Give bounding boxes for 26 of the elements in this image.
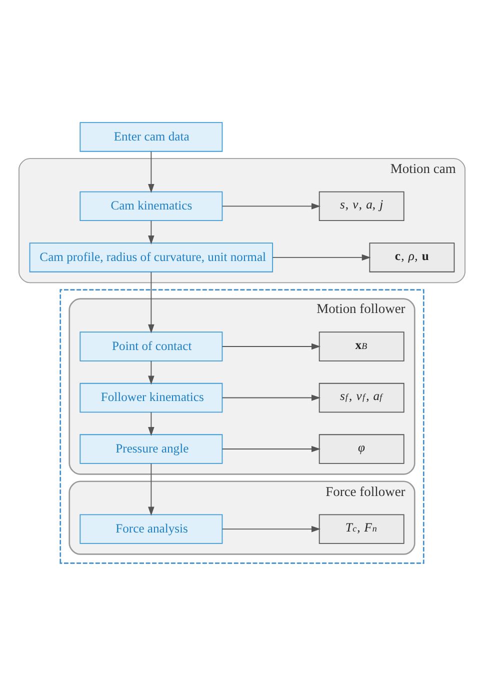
arrow [222,526,320,532]
node-box: Enter cam data [80,122,223,152]
node-box: sf, vf, af [318,382,404,413]
node-box: Cam profile, radius of curvature, unit normal [29,242,274,272]
node-box: xB [318,332,404,362]
arrow [272,254,371,261]
node-box: Cam kinematics [80,191,223,222]
node-box: Pressure angle [80,434,223,464]
arrow [148,412,154,436]
arrow [148,151,154,194]
arrow [222,394,320,401]
node-box: Tc, Fn [318,514,404,544]
arrow [148,360,154,385]
arrow [222,446,320,452]
node-box: φ [318,434,404,464]
node-box: c, ρ, u [369,242,455,272]
arrow [148,220,154,244]
node-box: s, v, a, j [318,191,404,222]
node-box: Point of contact [80,332,223,362]
node-box: Force analysis [80,514,223,544]
arrow [148,272,154,334]
node-box: Follower kinematics [80,382,223,413]
cluster [60,289,424,564]
arrow [148,463,154,516]
arrow [222,343,320,350]
arrow [222,203,320,210]
